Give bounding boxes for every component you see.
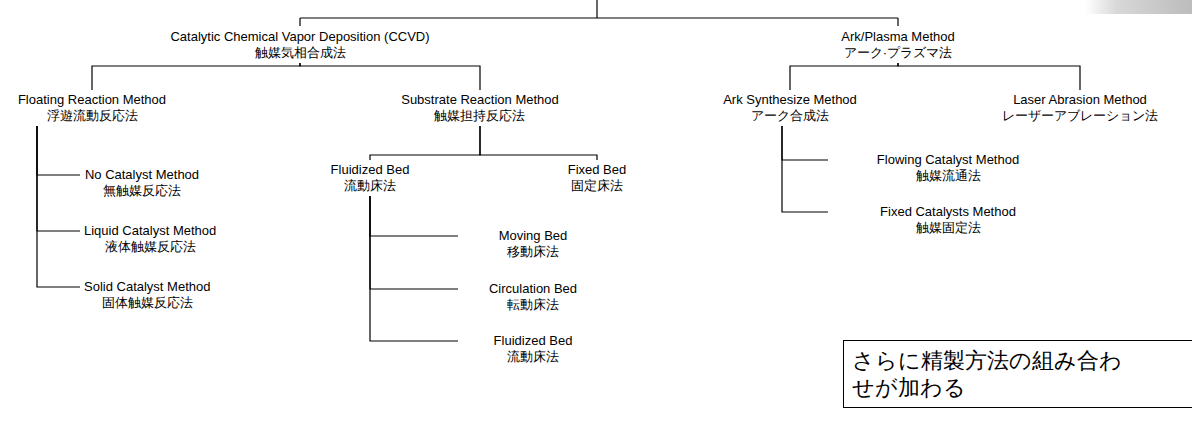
tree-connector bbox=[480, 126, 597, 160]
drop-line bbox=[299, 18, 300, 26]
method-name-ja: 無触媒反応法 bbox=[84, 183, 200, 199]
method-name-ja: 触媒流通法 bbox=[832, 168, 1064, 184]
tree-connector bbox=[898, 63, 1080, 90]
method-name-ja: 触媒固定法 bbox=[832, 220, 1064, 236]
tree-node: Ark/Plasma Methodアーク·プラズマ法 bbox=[837, 27, 958, 63]
method-name-ja: 転動床法 bbox=[462, 297, 604, 313]
method-name-ja: 固定床法 bbox=[568, 178, 627, 194]
photo-fragment bbox=[1085, 0, 1192, 14]
method-name: Solid Catalyst Method bbox=[84, 279, 210, 295]
stem-line bbox=[596, 0, 597, 18]
method-name-ja: 流動床法 bbox=[462, 349, 604, 365]
method-name-ja: アーク·プラズマ法 bbox=[841, 45, 954, 61]
tree-node: Fixed Catalysts Method触媒固定法 bbox=[828, 202, 1068, 238]
tree-node: Fixed Bed固定床法 bbox=[564, 160, 631, 196]
method-name: Ark/Plasma Method bbox=[841, 29, 954, 45]
tree-node: Flowing Catalyst Method触媒流通法 bbox=[828, 150, 1068, 186]
bracket-line bbox=[300, 17, 898, 18]
tree-connector bbox=[37, 126, 80, 175]
method-name: Fixed Bed bbox=[568, 162, 627, 178]
method-name: Ark Synthesize Method bbox=[723, 92, 857, 108]
method-name: Catalytic Chemical Vapor Deposition (CCV… bbox=[170, 29, 429, 45]
tree-connector bbox=[370, 196, 458, 341]
method-name: Laser Abrasion Method bbox=[1002, 92, 1158, 108]
method-name: Moving Bed bbox=[462, 228, 604, 244]
tree-connector bbox=[37, 126, 80, 231]
tree-node: Liquid Catalyst Method液体触媒反応法 bbox=[80, 221, 220, 257]
tree-connector bbox=[300, 63, 480, 90]
method-name: Fixed Catalysts Method bbox=[832, 204, 1064, 220]
note-box: さらに精製方法の組み合わせが加わる bbox=[843, 340, 1192, 408]
method-name: Substrate Reaction Method bbox=[401, 92, 559, 108]
note-text: さらに精製方法の組み合わせが加わる bbox=[852, 347, 1144, 401]
method-name: Fluidized Bed bbox=[462, 333, 604, 349]
method-name-ja: 触媒担持反応法 bbox=[401, 108, 559, 124]
method-name-ja: レーザーアブレーション法 bbox=[1002, 108, 1158, 124]
tree-node: Fluidized Bed流動床法 bbox=[458, 331, 608, 367]
method-name: Floating Reaction Method bbox=[18, 92, 166, 108]
method-name-ja: 浮遊流動反応法 bbox=[18, 108, 166, 124]
tree-node: Catalytic Chemical Vapor Deposition (CCV… bbox=[166, 27, 433, 63]
method-name-ja: 流動床法 bbox=[331, 178, 410, 194]
method-name-ja: 触媒気相合成法 bbox=[170, 45, 429, 61]
method-name: Flowing Catalyst Method bbox=[832, 152, 1064, 168]
tree-node: Laser Abrasion Methodレーザーアブレーション法 bbox=[998, 90, 1162, 126]
method-name-ja: アーク合成法 bbox=[723, 108, 857, 124]
method-name: No Catalyst Method bbox=[84, 167, 200, 183]
tree-connector bbox=[92, 63, 300, 90]
tree-node: Substrate Reaction Method触媒担持反応法 bbox=[397, 90, 563, 126]
method-name: Fluidized Bed bbox=[331, 162, 410, 178]
tree-node: Circulation Bed転動床法 bbox=[458, 279, 608, 315]
method-name: Circulation Bed bbox=[462, 281, 604, 297]
method-name-ja: 固体触媒反応法 bbox=[84, 295, 210, 311]
tree-node: Floating Reaction Method浮遊流動反応法 bbox=[14, 90, 170, 126]
tree-connector bbox=[782, 126, 828, 212]
tree-node: Moving Bed移動床法 bbox=[458, 226, 608, 262]
tree-connector bbox=[370, 196, 458, 289]
tree-connector bbox=[790, 63, 898, 90]
tree-node: Solid Catalyst Method固体触媒反応法 bbox=[80, 277, 214, 313]
drop-line bbox=[897, 18, 898, 26]
tree-node: Ark Synthesize Methodアーク合成法 bbox=[719, 90, 861, 126]
method-name: Liquid Catalyst Method bbox=[84, 223, 216, 239]
tree-connector bbox=[37, 126, 80, 287]
tree-node: No Catalyst Method無触媒反応法 bbox=[80, 165, 204, 201]
method-name-ja: 液体触媒反応法 bbox=[84, 239, 216, 255]
method-name-ja: 移動床法 bbox=[462, 244, 604, 260]
tree-connector bbox=[370, 196, 458, 236]
tree-connector bbox=[370, 126, 480, 160]
tree-node: Fluidized Bed流動床法 bbox=[327, 160, 414, 196]
tree-connector bbox=[782, 126, 828, 160]
